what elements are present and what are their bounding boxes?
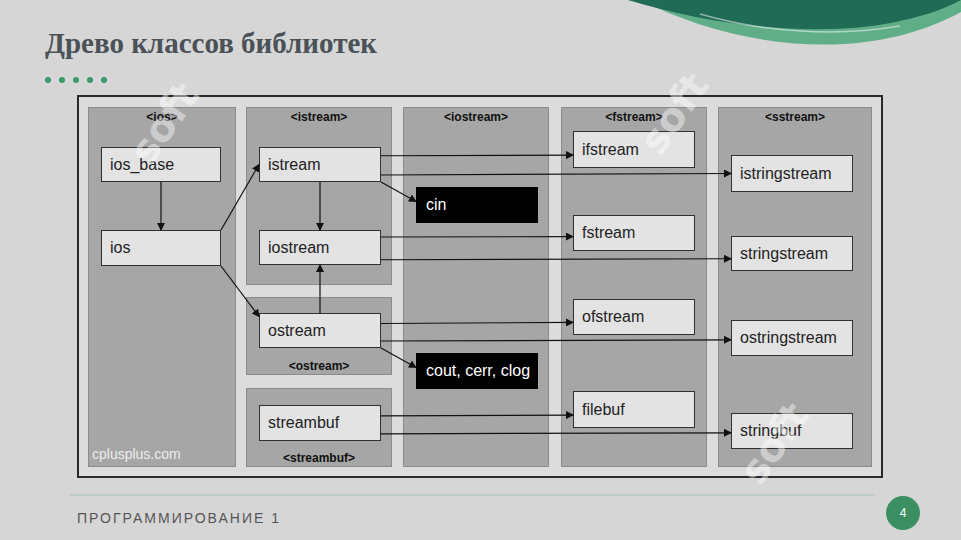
- inheritance-arrow: [160, 182, 161, 230]
- class-box: ifstream: [573, 131, 695, 168]
- inheritance-arrow: [381, 236, 573, 238]
- title-dot: [87, 77, 93, 83]
- header-band: <istream> istream iostream: [246, 107, 392, 285]
- class-name: cin: [426, 196, 446, 214]
- header-band: <sstream> istringstream stringstream ostrin…: [718, 107, 872, 467]
- class-name: ifstream: [582, 141, 639, 159]
- header-name: <sstream>: [718, 110, 872, 124]
- inheritance-arrow: [381, 348, 416, 367]
- class-name: ostringstream: [740, 329, 837, 347]
- header-name: <streambuf>: [246, 451, 392, 465]
- class-box: istringstream: [731, 155, 853, 192]
- class-name: ofstream: [582, 308, 644, 326]
- class-box: stringbuf: [731, 413, 853, 449]
- class-box: iostream: [259, 230, 381, 265]
- class-box: fstream: [573, 215, 695, 251]
- wave-highlight: [700, 14, 900, 32]
- header-band: <ostream> ostream: [246, 297, 392, 375]
- inheritance-arrow: [381, 414, 573, 416]
- class-name: cout, cerr, clog: [426, 362, 530, 380]
- class-name: ios: [110, 239, 130, 257]
- object-box: cin: [416, 187, 538, 223]
- class-box: stringstream: [731, 236, 853, 271]
- inheritance-arrow: [221, 266, 259, 317]
- class-name: stringbuf: [740, 422, 801, 440]
- inheritance-arrow: [381, 174, 731, 176]
- class-name: iostream: [268, 239, 329, 257]
- header-name: <ios>: [88, 110, 236, 124]
- header-band: <iostream> cin cout, cerr, clog: [403, 107, 549, 467]
- class-box: ios: [101, 230, 221, 266]
- title-dot: [73, 77, 79, 83]
- header-name: <fstream>: [561, 110, 707, 124]
- class-name: streambuf: [268, 414, 339, 432]
- class-box: ostream: [259, 313, 381, 348]
- inheritance-arrow: [381, 322, 573, 323]
- class-box: streambuf: [259, 405, 381, 441]
- page-number: 4: [900, 506, 907, 520]
- footer-text: ПРОГРАММИРОВАНИЕ 1: [77, 510, 281, 526]
- footer-rule: [70, 495, 875, 496]
- inheritance-arrow: [319, 182, 320, 230]
- title-dot: [59, 77, 65, 83]
- class-name: istream: [268, 156, 320, 174]
- inheritance-arrow: [381, 182, 416, 201]
- header-name: <ostream>: [246, 359, 392, 373]
- class-name: istringstream: [740, 165, 832, 183]
- class-name: filebuf: [582, 401, 625, 419]
- class-name: ios_base: [110, 156, 174, 174]
- title-dot: [45, 77, 51, 83]
- class-name: stringstream: [740, 245, 828, 263]
- inheritance-arrow: [221, 165, 259, 231]
- wave-dark: [628, 0, 961, 29]
- header-band: <fstream> ifstream fstream ofstream filebuf: [561, 107, 707, 467]
- inheritance-arrow: [381, 433, 731, 434]
- inheritance-arrow: [319, 265, 320, 313]
- header-band: <streambuf> streambuf: [246, 388, 392, 467]
- class-box: ostringstream: [731, 320, 853, 356]
- page-number-circle: 4: [886, 496, 920, 530]
- slide-title: Древо классов библиотек: [45, 27, 377, 60]
- header-name: <iostream>: [403, 110, 549, 124]
- class-box: ios_base: [101, 147, 221, 182]
- inheritance-arrow: [381, 154, 573, 156]
- class-name: fstream: [582, 224, 635, 242]
- object-box: cout, cerr, clog: [416, 353, 538, 389]
- header-band: <ios> ios_baseios: [88, 107, 236, 467]
- class-box: filebuf: [573, 391, 695, 428]
- title-dot: [101, 77, 107, 83]
- class-box: ofstream: [573, 299, 695, 335]
- inheritance-arrow: [381, 340, 731, 341]
- inheritance-arrow: [381, 259, 731, 260]
- header-name: <istream>: [246, 110, 392, 124]
- class-name: ostream: [268, 322, 326, 340]
- class-box: istream: [259, 147, 381, 182]
